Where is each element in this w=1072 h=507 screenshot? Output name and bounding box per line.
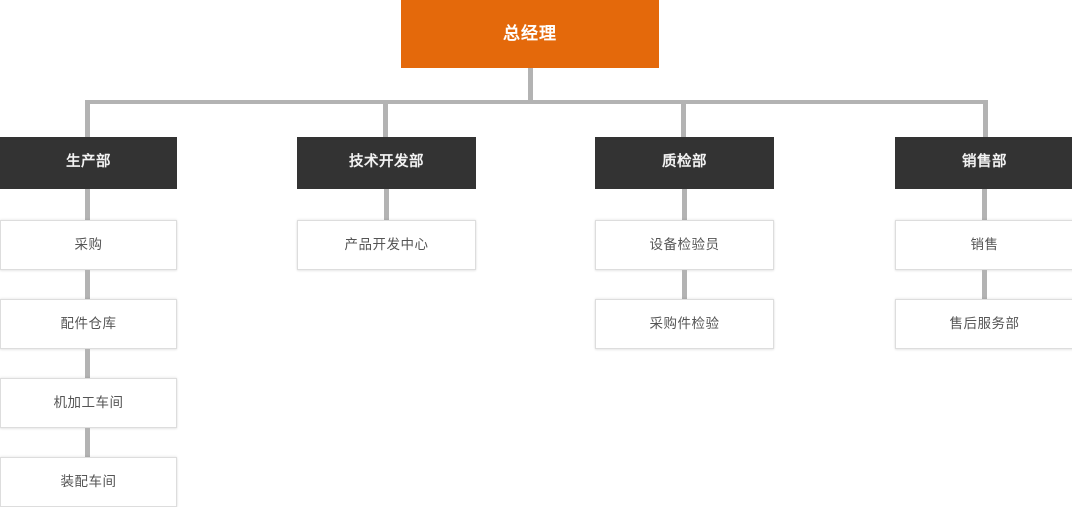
org-node-department-1-label: 生产部 xyxy=(66,154,111,171)
org-node-department-2-unit-1-label: 产品开发中心 xyxy=(344,236,429,252)
connector-dept2-to-unit1 xyxy=(384,189,389,220)
connector-dept1-unit3-to-unit4 xyxy=(85,428,90,457)
org-node-department-2[interactable]: 技术开发部 xyxy=(297,137,476,189)
connector-bus-to-dept-1 xyxy=(85,100,90,138)
connector-root-stem xyxy=(528,68,533,104)
org-node-department-4-label: 销售部 xyxy=(962,154,1007,171)
org-node-department-4-unit-1-label: 销售 xyxy=(970,236,999,252)
org-node-department-4[interactable]: 销售部 xyxy=(895,137,1072,189)
org-node-department-3-unit-2-label: 采购件检验 xyxy=(649,315,720,331)
org-node-department-2-label: 技术开发部 xyxy=(349,154,424,171)
connector-dept1-unit1-to-unit2 xyxy=(85,270,90,299)
org-node-department-4-unit-2[interactable]: 售后服务部 xyxy=(895,299,1072,349)
org-node-department-4-unit-1[interactable]: 销售 xyxy=(895,220,1072,270)
connector-dept3-unit1-to-unit2 xyxy=(682,270,687,299)
org-node-department-1-unit-2-label: 配件仓库 xyxy=(60,315,117,331)
org-node-department-4-unit-2-label: 售后服务部 xyxy=(949,315,1020,331)
connector-bus-to-dept-3 xyxy=(681,100,686,138)
connector-dept1-to-unit1 xyxy=(85,189,90,220)
connector-horizontal-bus xyxy=(85,100,988,104)
org-node-department-1-unit-4-label: 装配车间 xyxy=(60,473,117,489)
connector-bus-to-dept-2 xyxy=(383,100,388,138)
org-node-department-1-unit-3-label: 机加工车间 xyxy=(53,394,124,410)
org-node-root-label: 总经理 xyxy=(503,23,557,43)
org-node-department-1-unit-1[interactable]: 采购 xyxy=(0,220,177,270)
org-node-department-1[interactable]: 生产部 xyxy=(0,137,177,189)
connector-dept4-unit1-to-unit2 xyxy=(982,270,987,299)
connector-dept1-unit2-to-unit3 xyxy=(85,349,90,378)
connector-dept4-to-unit1 xyxy=(982,189,987,220)
org-node-department-3-unit-1[interactable]: 设备检验员 xyxy=(595,220,774,270)
org-node-department-1-unit-1-label: 采购 xyxy=(74,236,103,252)
org-node-department-3-label: 质检部 xyxy=(662,154,707,171)
org-node-department-1-unit-3[interactable]: 机加工车间 xyxy=(0,378,177,428)
connector-bus-to-dept-4 xyxy=(983,100,988,138)
org-node-department-1-unit-4[interactable]: 装配车间 xyxy=(0,457,177,507)
org-node-department-3-unit-2[interactable]: 采购件检验 xyxy=(595,299,774,349)
connector-dept3-to-unit1 xyxy=(682,189,687,220)
org-node-root[interactable]: 总经理 xyxy=(401,0,659,68)
org-node-department-2-unit-1[interactable]: 产品开发中心 xyxy=(297,220,476,270)
org-node-department-3-unit-1-label: 设备检验员 xyxy=(649,236,720,252)
org-node-department-1-unit-2[interactable]: 配件仓库 xyxy=(0,299,177,349)
org-node-department-3[interactable]: 质检部 xyxy=(595,137,774,189)
